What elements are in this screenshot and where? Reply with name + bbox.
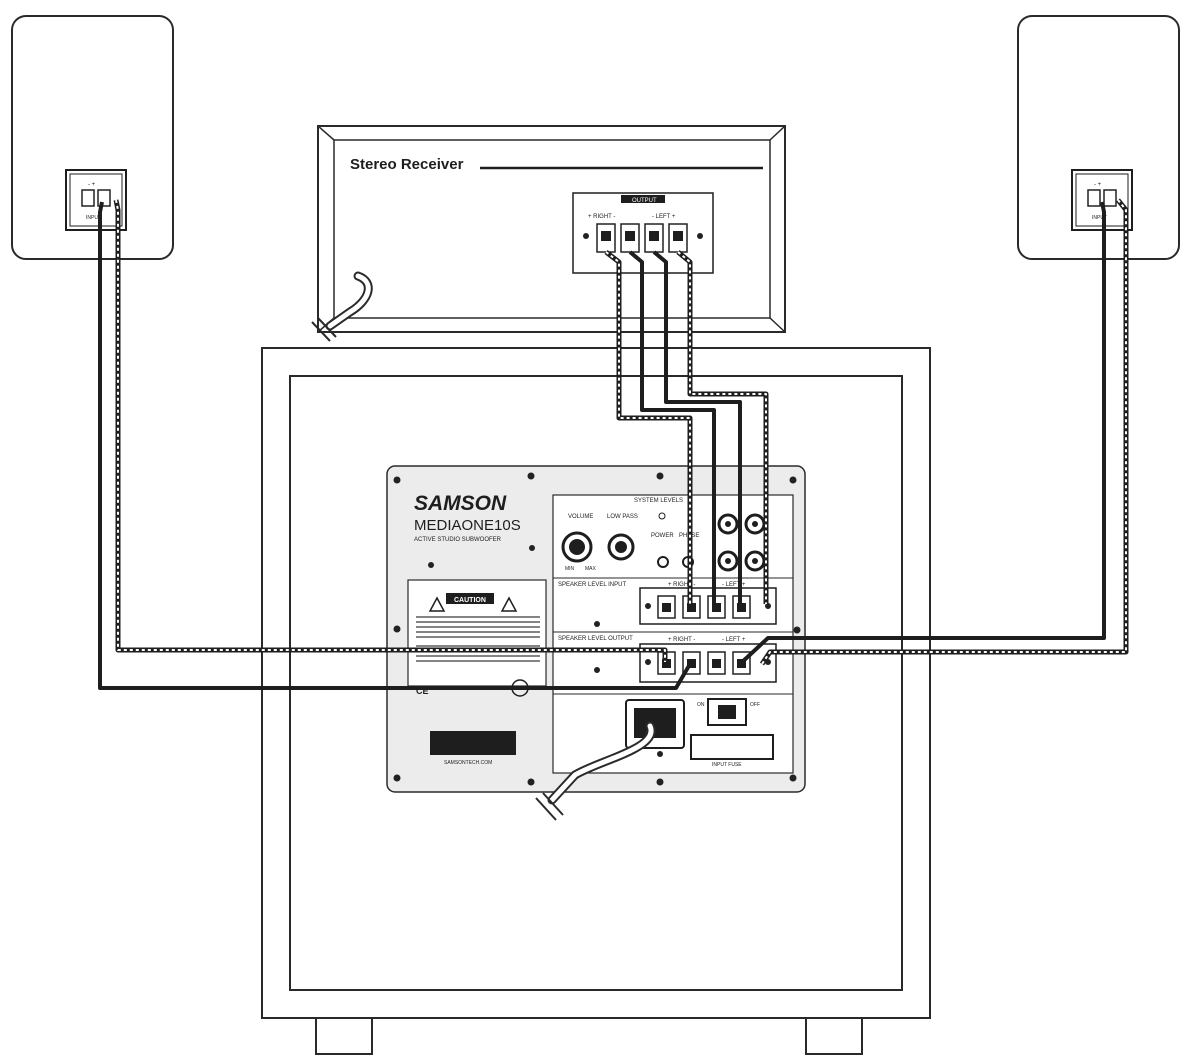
volume-min-label: MIN: [565, 566, 575, 572]
volume-knob[interactable]: [561, 531, 593, 563]
panel-screw: [793, 626, 801, 634]
power-on-label: ON: [697, 702, 705, 708]
brand-logo: SAMSON: [414, 492, 507, 515]
input-right-terminal-label: + RIGHT -: [668, 582, 695, 588]
left-speaker-polarity: - +: [88, 182, 96, 188]
model-subtitle: ACTIVE STUDIO SUBWOOFER: [414, 537, 502, 543]
warning-triangle-icon: [500, 596, 518, 612]
panel-screw: [527, 778, 535, 786]
website-label: SAMSONTECH.COM: [444, 760, 492, 766]
left-speaker-terminal-minus[interactable]: [81, 189, 95, 207]
serial-plate: [430, 731, 516, 755]
wire-right-minus: [628, 250, 716, 604]
panel-screw: [527, 472, 535, 480]
speaker-level-input-terminals: [639, 587, 777, 625]
stereo-receiver: Stereo Receiver OUTPUT + RIGHT - - LEFT …: [317, 125, 786, 333]
model-name: MEDIAONE10S: [414, 517, 521, 534]
phase-switch[interactable]: [657, 556, 669, 568]
panel-screw: [789, 774, 797, 782]
low-pass-knob[interactable]: [607, 533, 635, 561]
volume-max-label: MAX: [585, 566, 597, 572]
receiver-right-label: + RIGHT -: [588, 214, 615, 220]
power-label: POWER: [651, 533, 674, 539]
speaker-level-output-label: SPEAKER LEVEL OUTPUT: [558, 636, 633, 642]
power-off-label: OFF: [750, 702, 760, 708]
cabinet-foot-right: [805, 1017, 863, 1055]
right-speaker-input-label: INPUT: [1092, 215, 1107, 221]
left-speaker-input-label: INPUT: [86, 215, 101, 221]
panel-screw: [594, 621, 600, 627]
receiver-power-cord: [311, 271, 373, 342]
rear-panel: SAMSON MEDIAONE10S ACTIVE STUDIO SUBWOOF…: [386, 465, 806, 793]
warning-triangle-icon: [428, 596, 446, 612]
power-led: [658, 512, 666, 520]
system-levels-label: SYSTEM LEVELS: [634, 498, 683, 504]
fuse-holder[interactable]: [690, 734, 774, 760]
input-fuse-label: INPUT FUSE: [712, 762, 742, 768]
receiver-left-label: - LEFT +: [652, 214, 676, 220]
cabinet-foot-left: [315, 1017, 373, 1055]
right-speaker-polarity: - +: [1094, 182, 1102, 188]
caution-banner: [446, 593, 494, 604]
right-speaker-terminal-plus[interactable]: [1103, 189, 1117, 207]
volume-label: VOLUME: [568, 514, 593, 520]
wire-left-speaker-minus: [98, 201, 692, 690]
wire-right-speaker-minus: [738, 201, 1106, 666]
control-section: [552, 494, 794, 774]
left-speaker: - + INPUT: [11, 15, 174, 260]
output-right-terminal-label: + RIGHT -: [668, 637, 695, 643]
panel-screw: [789, 476, 797, 484]
wire-left-minus: [652, 250, 742, 604]
panel-screw: [393, 774, 401, 782]
receiver-label: Stereo Receiver: [350, 156, 464, 173]
panel-screw: [657, 751, 663, 757]
panel-screw: [393, 625, 401, 633]
subwoofer-power-cord: [535, 721, 656, 821]
output-label: OUTPUT: [632, 198, 657, 204]
caution-text: CAUTION: [454, 597, 486, 604]
sub-to-speaker-wires: [98, 198, 1129, 690]
panel-screw: [393, 476, 401, 484]
panel-screw: [428, 562, 434, 568]
low-pass-label: LOW PASS: [607, 514, 638, 520]
wire-right-plus: [604, 250, 693, 604]
receiver-to-sub-wires: [604, 250, 769, 604]
rca-inputs: [717, 513, 766, 572]
right-speaker: - + INPUT: [1017, 15, 1180, 260]
panel-screw: [594, 667, 600, 673]
input-left-terminal-label: - LEFT +: [722, 582, 746, 588]
panel-screw: [529, 545, 535, 551]
output-left-terminal-label: - LEFT +: [722, 637, 746, 643]
panel-screw: [656, 778, 664, 786]
panel-screw: [656, 472, 664, 480]
output-banner: [621, 195, 665, 203]
right-speaker-terminal-minus[interactable]: [1087, 189, 1101, 207]
speaker-level-input-label: SPEAKER LEVEL INPUT: [558, 582, 626, 588]
wire-left-plus: [676, 250, 769, 604]
ce-mark: CE: [416, 686, 429, 696]
